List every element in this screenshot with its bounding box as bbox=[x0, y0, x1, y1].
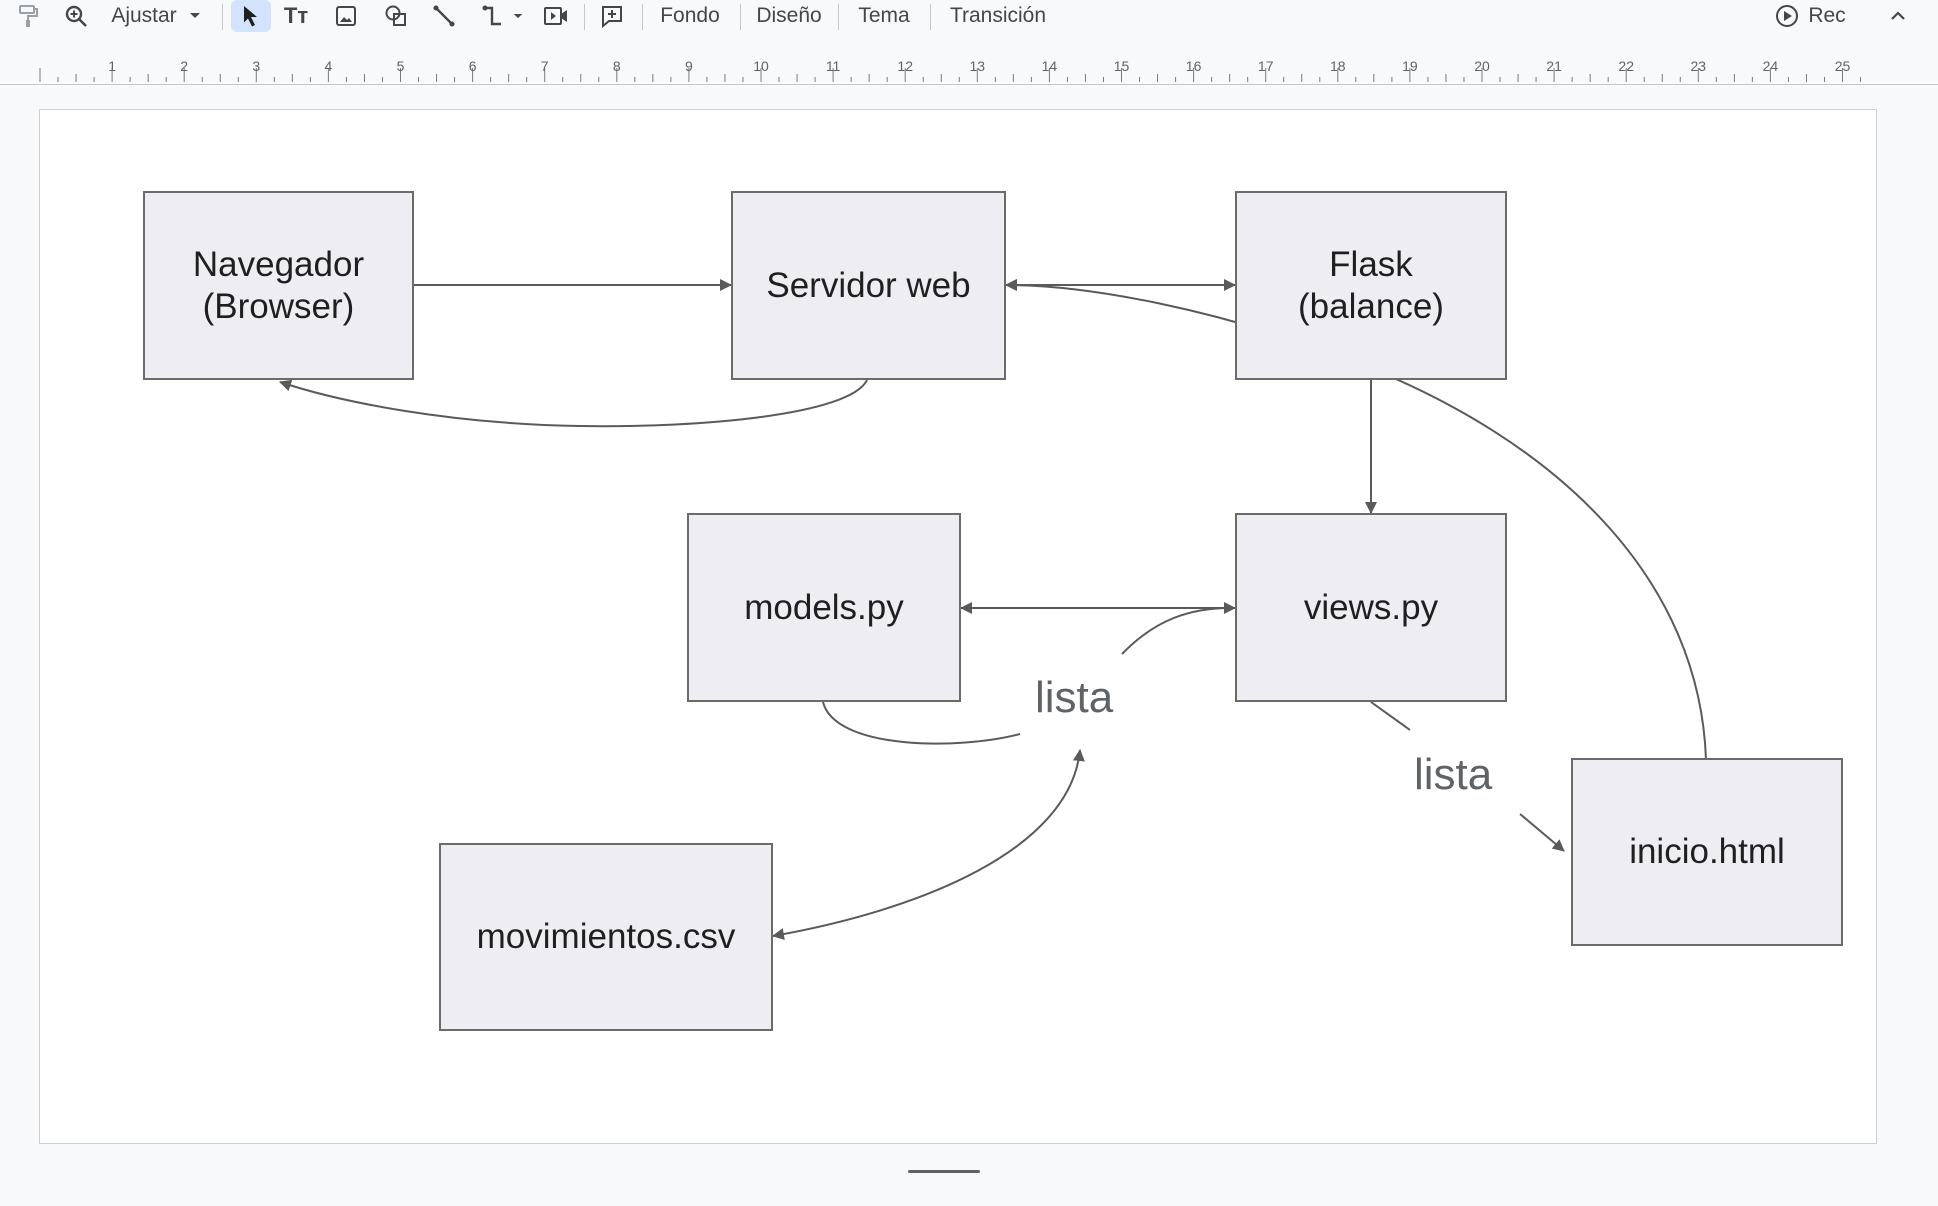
ruler-tick-label: 20 bbox=[1474, 58, 1490, 74]
edge-lista-inicio bbox=[1519, 813, 1565, 852]
ruler-tick-label: 18 bbox=[1330, 58, 1346, 74]
toolbar-divider bbox=[642, 4, 643, 30]
ruler-tick-label: 25 bbox=[1835, 58, 1851, 74]
menu-fondo-button[interactable]: Fondo bbox=[660, 4, 720, 27]
toolbar-divider bbox=[222, 4, 223, 30]
edge-models-lista bbox=[822, 701, 1021, 745]
menu-transicion-button[interactable]: Transición bbox=[949, 4, 1047, 27]
video-icon[interactable] bbox=[540, 0, 572, 32]
edge-label-lista-views[interactable]: lista bbox=[1408, 750, 1499, 800]
connector-icon bbox=[482, 5, 501, 26]
ruler-tick-label: 16 bbox=[1186, 58, 1202, 74]
edge-inicio-servidor bbox=[1005, 279, 1707, 761]
edge-servidor-navegador bbox=[279, 379, 868, 428]
slide-canvas[interactable]: Navegador (Browser) Servidor web Flask (… bbox=[39, 109, 1877, 1144]
toolbar-divider bbox=[930, 4, 931, 30]
ruler-tick-label: 22 bbox=[1618, 58, 1634, 74]
edge-views-lista bbox=[1370, 701, 1411, 731]
diagram-connectors bbox=[279, 279, 1707, 940]
collapse-toolbar-icon[interactable] bbox=[1880, 0, 1916, 32]
ruler-tick-label: 11 bbox=[826, 58, 841, 74]
record-icon bbox=[1776, 5, 1799, 27]
zoom-select[interactable]: Ajustar bbox=[106, 0, 206, 32]
zoom-select-label: Ajustar bbox=[111, 4, 177, 27]
ruler-tick-label: 24 bbox=[1763, 58, 1779, 74]
node-models-py[interactable]: models.py bbox=[687, 513, 961, 702]
edge-label-lista-models[interactable]: lista bbox=[1029, 673, 1120, 723]
toolbar-divider bbox=[584, 4, 585, 30]
toolbar-divider bbox=[838, 4, 839, 30]
edge-lista-views bbox=[1121, 606, 1236, 655]
ruler-tick-label: 7 bbox=[541, 58, 549, 74]
image-icon[interactable] bbox=[330, 0, 362, 32]
ruler-tick-label: 1 bbox=[108, 58, 116, 74]
node-servidor-web[interactable]: Servidor web bbox=[731, 191, 1006, 380]
ruler-tick-label: 2 bbox=[180, 58, 188, 74]
rec-button[interactable]: Rec bbox=[1770, 0, 1850, 32]
shape-icon[interactable] bbox=[380, 0, 412, 32]
chevron-down-icon bbox=[513, 13, 523, 18]
ruler-tick-label: 19 bbox=[1402, 58, 1418, 74]
node-navegador[interactable]: Navegador (Browser) bbox=[143, 191, 414, 380]
ruler-tick-label: 12 bbox=[897, 58, 913, 74]
toolbar: Ajustar Tт Fondo Diseño Tema Transición … bbox=[0, 0, 1938, 40]
ruler-tick-label: 5 bbox=[397, 58, 405, 74]
ruler-tick-label: 21 bbox=[1546, 58, 1562, 74]
ruler-tick-label: 10 bbox=[753, 58, 769, 74]
ruler-tick-label: 3 bbox=[252, 58, 260, 74]
ruler-tick-label: 14 bbox=[1042, 58, 1058, 74]
connector-select[interactable] bbox=[474, 0, 530, 32]
add-comment-icon[interactable] bbox=[596, 0, 628, 32]
chevron-down-icon bbox=[189, 13, 200, 18]
ruler-tick-label: 13 bbox=[970, 58, 986, 74]
ruler-tick-label: 17 bbox=[1258, 58, 1274, 74]
node-views-py[interactable]: views.py bbox=[1235, 513, 1507, 702]
node-movimientos-csv[interactable]: movimientos.csv bbox=[439, 843, 773, 1031]
paint-format-icon[interactable] bbox=[12, 0, 44, 32]
edge-movimientos-lista bbox=[772, 749, 1085, 940]
line-icon[interactable] bbox=[428, 0, 460, 32]
node-flask[interactable]: Flask (balance) bbox=[1235, 191, 1507, 380]
ruler-tick-label: 8 bbox=[613, 58, 621, 74]
toolbar-divider bbox=[740, 4, 741, 30]
ruler-tick-label: 4 bbox=[325, 58, 333, 74]
node-inicio-html[interactable]: inicio.html bbox=[1571, 758, 1843, 946]
ruler-tick-label: 23 bbox=[1691, 58, 1707, 74]
ruler-tick-label: 9 bbox=[685, 58, 693, 74]
speaker-notes-drag-handle[interactable] bbox=[908, 1170, 980, 1173]
menu-tema-button[interactable]: Tema bbox=[858, 4, 910, 27]
zoom-icon[interactable] bbox=[60, 0, 92, 32]
ruler-tick-label: 6 bbox=[469, 58, 477, 74]
select-tool-icon[interactable] bbox=[231, 0, 271, 32]
ruler-tick-label: 15 bbox=[1114, 58, 1130, 74]
menu-diseno-button[interactable]: Diseño bbox=[756, 4, 822, 27]
text-box-icon[interactable]: Tт bbox=[283, 3, 309, 28]
